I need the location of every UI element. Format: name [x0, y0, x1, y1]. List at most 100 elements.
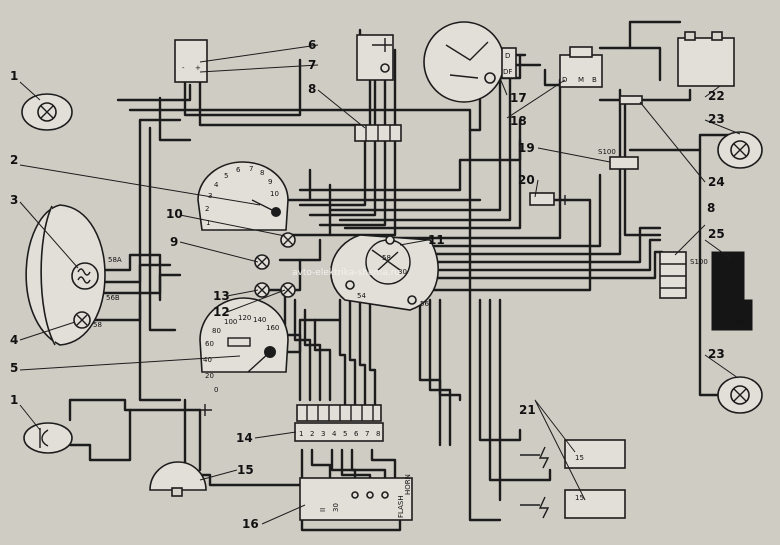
headlamp-terminal-58a: 58A — [108, 256, 122, 264]
callout-7: 7 — [308, 58, 316, 72]
callout-22: 22 — [708, 89, 725, 103]
battery — [677, 31, 735, 87]
callout-11: 11 — [428, 233, 445, 247]
callout-leaders — [19, 44, 741, 525]
callout-21: 21 — [519, 403, 536, 417]
callout-25: 25 — [708, 227, 725, 241]
neutral-switch — [529, 192, 555, 206]
callout-23-top: 23 — [708, 112, 725, 126]
ignition-coil-top: 15 — [520, 439, 626, 469]
headlamp-terminal-58: 58 — [93, 321, 102, 329]
terminal-block-8-right: S100 — [659, 251, 708, 299]
callout-5: 5 — [10, 361, 18, 375]
callout-10: 10 — [166, 207, 183, 221]
callout-14: 14 — [236, 431, 253, 445]
tach-mark-6: 6 — [236, 166, 241, 174]
coil-terminal-15-top: 15 — [575, 454, 584, 462]
callout-6: 6 — [308, 38, 316, 52]
connector-pin-7: 7 — [365, 430, 369, 438]
speedo-mark-100: 100 — [224, 318, 237, 326]
horn-switch-terminal-30: 30 — [332, 503, 340, 512]
callout-15: 15 — [237, 463, 254, 477]
gen-terminal-df: DF — [503, 68, 512, 76]
speedo-mark-80: 80 — [212, 327, 221, 335]
ignition-switch: 54 56 58 30 — [330, 234, 439, 311]
side-lamp-top — [21, 93, 73, 131]
connector-plate-7: - + — [174, 39, 208, 83]
terminal-block-8-top — [354, 124, 402, 142]
connector-block-14: 1 2 3 4 5 6 7 8 — [294, 404, 384, 442]
callout-20: 20 — [518, 173, 535, 187]
callout-19: 19 — [518, 141, 535, 155]
side-lamp-bottom — [23, 422, 73, 454]
connector-pin-1: 1 — [299, 430, 303, 438]
callout-9: 9 — [170, 235, 178, 249]
stop-switch: S100 — [598, 148, 639, 170]
callout-17: 17 — [510, 91, 527, 105]
speedometer: 0 20 40 60 80 100 120 140 160 — [199, 297, 289, 394]
callout-3: 3 — [10, 193, 18, 207]
tach-mark-9: 9 — [268, 178, 272, 186]
headlamp: 58A 56B 58 — [25, 204, 122, 346]
watermark: avto-elektrika-shema.ru — [292, 268, 400, 278]
tach-mark-5: 5 — [224, 172, 228, 180]
speedo-mark-60: 60 — [205, 340, 214, 348]
voltage-regulator: D M B — [559, 46, 603, 88]
callout-1-top: 1 — [10, 69, 18, 83]
callout-24: 24 — [708, 175, 725, 189]
callout-16: 16 — [242, 517, 259, 531]
tach-mark-4: 4 — [214, 181, 219, 189]
horn-switch-terminal-ii: II — [319, 508, 327, 512]
connector-pin-3: 3 — [321, 430, 325, 438]
speedo-mark-0: 0 — [214, 386, 218, 394]
speedo-mark-140: 140 — [253, 316, 266, 324]
fuse — [619, 95, 643, 105]
battery-terminal-56: 56 — [735, 319, 744, 327]
rear-lamp-top — [717, 131, 763, 169]
speedo-mark-20: 20 — [205, 372, 214, 380]
plate-terminal-plus: + — [195, 64, 201, 72]
tach-mark-10: 10 — [270, 190, 279, 198]
callout-4: 4 — [10, 333, 18, 347]
indicator-lamp-13 — [254, 282, 270, 298]
connector-pin-2: 2 — [310, 430, 314, 438]
plate-terminal-minus: - — [182, 64, 185, 72]
switch-terminal-58: 58 — [382, 254, 391, 262]
tach-mark-3: 3 — [208, 192, 212, 200]
callout-1-bottom: 1 — [10, 393, 18, 407]
wiring-harness — [68, 20, 750, 532]
connector-pin-4: 4 — [332, 430, 337, 438]
tach-mark-2: 2 — [205, 205, 209, 213]
tach-mark-7: 7 — [249, 165, 253, 173]
callout-12: 12 — [213, 305, 230, 319]
indicator-lamp-12 — [280, 282, 296, 298]
tail-unit-25: 56 — [711, 251, 753, 331]
connector-pin-8: 8 — [376, 430, 380, 438]
callout-2: 2 — [10, 153, 18, 167]
coil-terminal-15-bottom: 15 — [575, 494, 584, 502]
callout-23-bottom: 23 — [708, 347, 725, 361]
callout-8-top: 8 — [308, 82, 316, 96]
callout-numbers: 1 1 2 3 4 5 6 7 8 8 9 10 11 12 13 14 15 … — [10, 38, 725, 531]
tachometer: 1 2 3 4 5 6 7 8 9 10 — [197, 161, 289, 231]
speedo-mark-120: 120 — [238, 314, 251, 322]
indicator-lamp-9 — [254, 254, 270, 270]
block-8-terminal-s100: S100 — [690, 258, 708, 266]
tach-mark-8: 8 — [260, 169, 264, 177]
switch-terminal-54: 54 — [357, 292, 366, 300]
switch-terminal-30: 30 — [398, 268, 407, 276]
horn-switch-terminal-horn: HORN — [404, 474, 412, 495]
switch-plate-6 — [356, 34, 394, 81]
gen-terminal-d: D — [505, 52, 510, 60]
reg-terminal-b: B — [592, 76, 597, 84]
callout-8-right: 8 — [707, 201, 715, 215]
speedo-mark-160: 160 — [266, 324, 279, 332]
horn-switch: II 30 FLASH HORN — [299, 474, 413, 521]
callout-18: 18 — [510, 114, 527, 128]
indicator-lamps — [254, 232, 296, 298]
ignition-coil-bottom: 15 — [520, 489, 626, 519]
horn-switch-terminal-flash: FLASH — [397, 495, 405, 518]
connector-pin-5: 5 — [343, 430, 347, 438]
tach-mark-1: 1 — [206, 219, 210, 227]
